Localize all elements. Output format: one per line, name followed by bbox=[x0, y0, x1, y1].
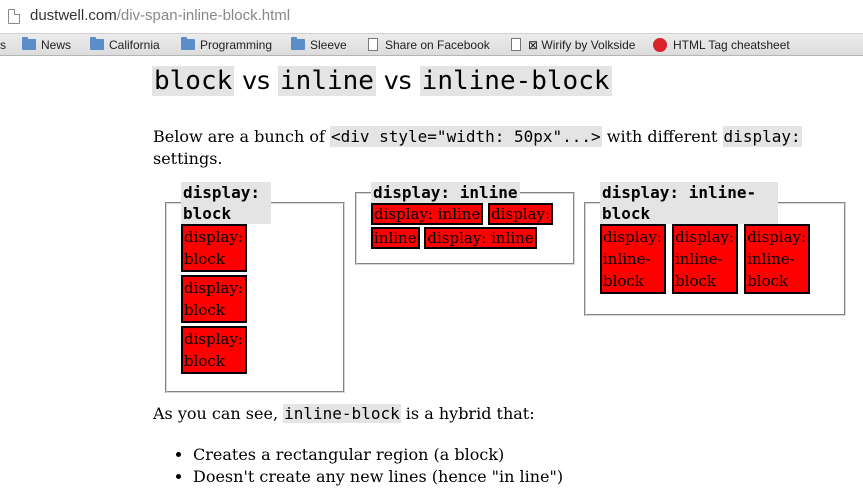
intro-code-display: display: bbox=[722, 126, 802, 147]
folder-icon bbox=[22, 37, 36, 50]
page-title: block vs inline vs inline-block bbox=[152, 66, 612, 96]
bookmark-wirify[interactable]: ⊠ Wirify by Volkside bbox=[511, 37, 635, 53]
bookmark-label: HTML Tag cheatsheet bbox=[673, 38, 790, 52]
bookmark-news[interactable]: News bbox=[22, 37, 71, 53]
bookmark-sleeve[interactable]: Sleeve bbox=[291, 37, 347, 53]
bookmark-share-on-facebook[interactable]: Share on Facebook bbox=[368, 37, 490, 53]
inline-demo-item: display: inline bbox=[424, 227, 537, 249]
intro-text: Below are a bunch of bbox=[153, 127, 330, 146]
feature-list: Creates a rectangular region (a block) D… bbox=[193, 444, 563, 488]
inline-block-demo-legend: display: inline-block bbox=[600, 182, 778, 224]
title-vs: vs bbox=[383, 66, 412, 95]
block-demo-item: display: block bbox=[181, 275, 247, 323]
inline-block-demo-item: display: inline-block bbox=[600, 224, 666, 294]
bookmark-s[interactable]: s bbox=[0, 38, 6, 52]
inline-block-demo-item: display: inline-block bbox=[744, 224, 811, 294]
page-icon bbox=[8, 9, 20, 24]
inline-demo-legend: display: inline bbox=[371, 182, 520, 203]
url-host: dustwell.com bbox=[30, 7, 117, 24]
block-demo-item: display: block bbox=[181, 326, 247, 374]
bookmark-label: Programming bbox=[200, 38, 273, 52]
block-demo-legend: display: block bbox=[181, 182, 271, 224]
title-vs: vs bbox=[242, 66, 271, 95]
summary-text: As you can see, bbox=[153, 404, 284, 423]
summary-code: inline-block bbox=[283, 404, 401, 423]
summary-paragraph: As you can see, inline-block is a hybrid… bbox=[153, 403, 535, 425]
summary-text: is a hybrid that: bbox=[400, 404, 535, 423]
title-code-inline: inline bbox=[278, 66, 376, 96]
title-code-block: block bbox=[152, 66, 235, 96]
bookmark-label: Share on Facebook bbox=[385, 38, 490, 52]
inline-demo-item: display: inline bbox=[371, 203, 484, 225]
block-demo-box: display: block display: block display: b… bbox=[165, 182, 345, 393]
address-bar[interactable]: dustwell.com/div-span-inline-block.html bbox=[0, 0, 863, 34]
folder-icon bbox=[181, 37, 195, 50]
bookmarks-bar: s News California Programming Sleeve Sha… bbox=[0, 34, 863, 56]
bookmark-label: ⊠ Wirify by Volkside bbox=[528, 38, 636, 52]
bookmark-california[interactable]: California bbox=[90, 37, 160, 53]
bookmark-label: Sleeve bbox=[310, 38, 347, 52]
folder-icon bbox=[291, 37, 305, 50]
intro-text: settings. bbox=[153, 149, 223, 168]
bookmark-label: California bbox=[109, 38, 160, 52]
url-text[interactable]: dustwell.com/div-span-inline-block.html bbox=[30, 7, 290, 24]
list-item: Doesn't create any new lines (hence "in … bbox=[193, 466, 563, 488]
list-item: Creates a rectangular region (a block) bbox=[193, 444, 563, 466]
inline-demo-box: display: inline display: inline display:… bbox=[355, 182, 575, 265]
bookmark-programming[interactable]: Programming bbox=[181, 37, 272, 53]
intro-text: with different bbox=[601, 127, 723, 146]
folder-icon bbox=[90, 37, 104, 50]
intro-paragraph: Below are a bunch of <div style="width: … bbox=[153, 126, 823, 170]
html-logo-icon bbox=[653, 38, 667, 52]
bookmark-label: News bbox=[41, 38, 72, 52]
document-icon bbox=[511, 38, 521, 51]
block-demo-item: display: block bbox=[181, 224, 247, 272]
url-path: /div-span-inline-block.html bbox=[116, 7, 291, 24]
inline-demo-content: display: inline display: inline display:… bbox=[371, 202, 559, 250]
document-icon bbox=[368, 38, 378, 51]
bookmark-html-tag-cheatsheet[interactable]: HTML Tag cheatsheet bbox=[653, 37, 790, 53]
inline-block-demo-item: display: inline-block bbox=[672, 224, 739, 294]
title-code-inline-block: inline-block bbox=[419, 66, 612, 96]
inline-block-demo-box: display: inline-block display: inline-bl… bbox=[584, 182, 846, 316]
intro-code-div: <div style="width: 50px"...> bbox=[329, 126, 602, 147]
